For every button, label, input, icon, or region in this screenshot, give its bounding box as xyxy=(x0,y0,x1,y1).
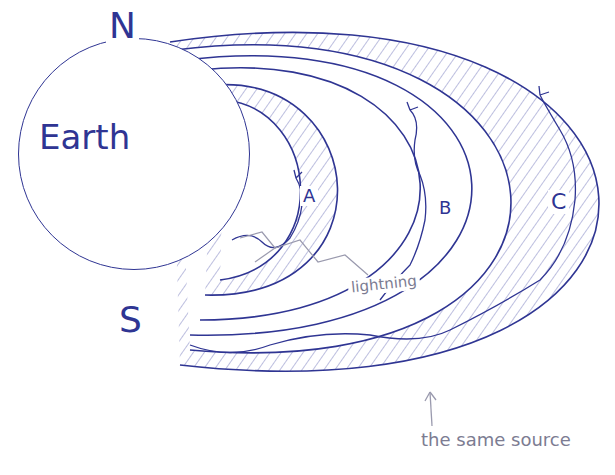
band-label: A xyxy=(300,186,318,206)
band-label: B xyxy=(436,198,454,218)
wave-paths xyxy=(190,86,575,353)
lightning-path xyxy=(240,232,368,275)
source-note: the same source xyxy=(418,430,574,450)
pole-label: S xyxy=(116,300,145,340)
band-label: C xyxy=(548,190,569,214)
pole-label: N xyxy=(106,6,139,46)
node-text: Earth xyxy=(39,117,130,157)
earth-circle: Earth xyxy=(18,38,250,270)
source-pointer xyxy=(425,392,436,426)
